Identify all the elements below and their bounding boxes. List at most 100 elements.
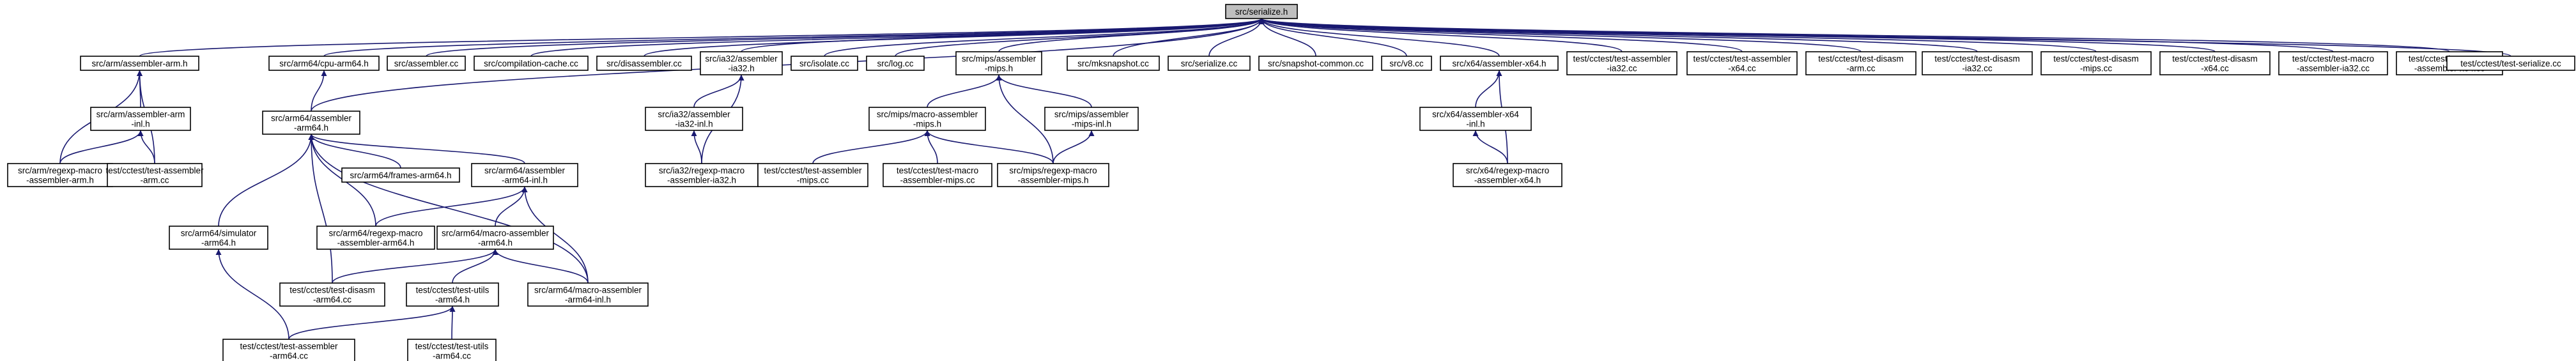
node-box bbox=[2278, 51, 2388, 75]
node-src-ia32-regexp-macro-assembler-ia32-h[interactable]: src/ia32/regexp-macro-assembler-ia32.h bbox=[645, 163, 759, 187]
node-src-mips-assembler-mips-h[interactable]: src/mips/assembler-mips.h bbox=[955, 51, 1042, 75]
node-label: src/arm/regexp-macro bbox=[18, 166, 102, 176]
node-box bbox=[471, 163, 578, 187]
node-box bbox=[341, 167, 460, 183]
node-label: test/cctest/test-disasm bbox=[289, 286, 375, 295]
node-src-mksnapshot-cc[interactable]: src/mksnapshot.cc bbox=[1067, 56, 1160, 71]
node-src-arm64-macro-assembler-arm64-h[interactable]: src/arm64/macro-assembler-arm64.h bbox=[436, 226, 554, 250]
node-label: -ia32.cc bbox=[1962, 64, 1993, 73]
node-src-arm64-frames-arm64-h[interactable]: src/arm64/frames-arm64.h bbox=[341, 167, 460, 183]
edge-n22-to-n0 bbox=[1259, 18, 2450, 52]
node-src-ia32-assembler-ia32-inl-h[interactable]: src/ia32/assembler-ia32-inl.h bbox=[645, 107, 743, 131]
node-box bbox=[1805, 51, 1917, 75]
edge-n28-to-n27 bbox=[308, 134, 401, 169]
node-test-cctest-test-assembler-mips-cc[interactable]: test/cctest/test-assembler-mips.cc bbox=[757, 163, 868, 187]
node-src-arm-regexp-macro-assembler-arm-h[interactable]: src/arm/regexp-macro-assembler-arm.h bbox=[7, 163, 113, 187]
edge-n45-to-n14 bbox=[1475, 70, 1502, 108]
node-label: -arm.cc bbox=[1847, 64, 1876, 73]
node-box bbox=[596, 56, 692, 71]
node-label: src/arm64/simulator bbox=[181, 229, 257, 238]
edge-n44-to-n9 bbox=[996, 74, 1054, 164]
edge-n41-to-n9 bbox=[996, 74, 1092, 108]
node-label: -ia32-inl.h bbox=[675, 119, 713, 129]
node-src-serialize-h[interactable]: src/serialize.h bbox=[1225, 4, 1298, 19]
node-src-serialize-cc[interactable]: src/serialize.cc bbox=[1168, 56, 1251, 71]
node-test-cctest-test-assembler-ia32-cc[interactable]: test/cctest/test-assembler-ia32.cc bbox=[1566, 51, 1677, 75]
node-src-arm-assembler-arm-h[interactable]: src/arm/assembler-arm.h bbox=[80, 56, 199, 71]
node-box bbox=[1453, 163, 1562, 187]
node-test-cctest-test-disasm-x64-cc[interactable]: test/cctest/test-disasm-x64.cc bbox=[2159, 51, 2271, 75]
node-label: src/mips/regexp-macro bbox=[1009, 166, 1097, 176]
node-src-disassembler-cc[interactable]: src/disassembler.cc bbox=[596, 56, 692, 71]
node-box bbox=[645, 107, 743, 131]
node-test-cctest-test-macro-assembler-mips-cc[interactable]: test/cctest/test-macro-assembler-mips.cc bbox=[883, 163, 992, 187]
node-box bbox=[1258, 56, 1373, 71]
node-src-x64-assembler-x64-h[interactable]: src/x64/assembler-x64.h bbox=[1440, 56, 1559, 71]
node-test-cctest-test-disasm-arm-cc[interactable]: test/cctest/test-disasm-arm.cc bbox=[1805, 51, 1917, 75]
node-label: -arm64.h bbox=[294, 123, 328, 133]
node-box bbox=[1419, 107, 1532, 131]
edge-n6-to-n0 bbox=[741, 18, 1265, 52]
node-box bbox=[90, 107, 191, 131]
node-test-cctest-test-utils-arm64-cc[interactable]: test/cctest/test-utils-arm64.cc bbox=[407, 339, 497, 361]
node-test-cctest-test-utils-arm64-h[interactable]: test/cctest/test-utils-arm64.h bbox=[406, 282, 499, 307]
node-box bbox=[700, 51, 783, 75]
node-label: src/ia32/assembler bbox=[705, 54, 778, 64]
node-label: -mips.cc bbox=[2080, 64, 2112, 73]
edge-n21-to-n0 bbox=[1259, 18, 2334, 52]
node-test-cctest-test-assembler-x64-cc[interactable]: test/cctest/test-assembler-x64.cc bbox=[1686, 51, 1798, 75]
node-label: src/arm64/frames-arm64.h bbox=[350, 171, 451, 180]
node-box bbox=[1566, 51, 1677, 75]
node-test-cctest-test-disasm-ia32-cc[interactable]: test/cctest/test-disasm-ia32.cc bbox=[1922, 51, 2033, 75]
edge-n29-to-n27 bbox=[308, 134, 525, 164]
node-src-assembler-cc[interactable]: src/assembler.cc bbox=[387, 56, 466, 71]
node-src-arm64-assembler-arm64-h[interactable]: src/arm64/assembler-arm64.h bbox=[262, 111, 360, 135]
node-box bbox=[883, 163, 992, 187]
node-label: src/serialize.cc bbox=[1181, 59, 1238, 68]
node-src-arm-assembler-arm-inl-h[interactable]: src/arm/assembler-arm-inl.h bbox=[90, 107, 191, 131]
node-test-cctest-test-macro-assembler-ia32-cc[interactable]: test/cctest/test-macro-assembler-ia32.cc bbox=[2278, 51, 2388, 75]
edge-n42-to-n40 bbox=[812, 130, 930, 164]
node-src-isolate-cc[interactable]: src/isolate.cc bbox=[791, 56, 858, 71]
edge-n39-to-n38 bbox=[691, 130, 702, 164]
node-src-mips-regexp-macro-assembler-mips-h[interactable]: src/mips/regexp-macro-assembler-mips.h bbox=[997, 163, 1109, 187]
node-src-arm64-macro-assembler-arm64-inl-h[interactable]: src/arm64/macro-assembler-arm64-inl.h bbox=[527, 282, 649, 307]
node-src-v8-cc[interactable]: src/v8.cc bbox=[1381, 56, 1432, 71]
node-src-arm64-simulator-arm64-h[interactable]: src/arm64/simulator-arm64.h bbox=[169, 226, 268, 250]
node-label: src/serialize.h bbox=[1235, 7, 1288, 17]
edge-n25-to-n24 bbox=[59, 130, 144, 164]
node-label: test/cctest/test-assembler bbox=[1693, 54, 1791, 64]
node-label: src/disassembler.cc bbox=[606, 59, 682, 68]
node-src-compilation-cache-cc[interactable]: src/compilation-cache.cc bbox=[474, 56, 589, 71]
edge-n34-to-n29 bbox=[521, 186, 589, 284]
node-src-log-cc[interactable]: src/log.cc bbox=[866, 56, 925, 71]
node-src-ia32-assembler-ia32-h[interactable]: src/ia32/assembler-ia32.h bbox=[700, 51, 783, 75]
node-box bbox=[262, 111, 360, 135]
node-test-cctest-test-serialize-cc[interactable]: test/cctest/test-serialize.cc bbox=[2446, 56, 2575, 71]
node-label: -arm64.h bbox=[435, 295, 470, 305]
node-label: -arm64-inl.h bbox=[502, 176, 548, 185]
node-src-arm64-regexp-macro-assembler-arm64-h[interactable]: src/arm64/regexp-macro-assembler-arm64.h bbox=[316, 226, 435, 250]
node-test-cctest-test-assembler-arm64-cc[interactable]: test/cctest/test-assembler-arm64.cc bbox=[222, 339, 355, 361]
edge-n16-to-n0 bbox=[1258, 18, 1743, 52]
node-src-mips-assembler-mips-inl-h[interactable]: src/mips/assembler-mips-inl.h bbox=[1044, 107, 1139, 131]
node-src-snapshot-common-cc[interactable]: src/snapshot-common.cc bbox=[1258, 56, 1373, 71]
node-box bbox=[2040, 51, 2152, 75]
node-test-cctest-test-disasm-arm64-cc[interactable]: test/cctest/test-disasm-arm64.cc bbox=[279, 282, 385, 307]
edge-n7-to-n0 bbox=[824, 18, 1265, 57]
node-src-x64-assembler-x64-inl-h[interactable]: src/x64/assembler-x64-inl.h bbox=[1419, 107, 1532, 131]
node-box bbox=[757, 163, 868, 187]
edge-n5-to-n0 bbox=[644, 18, 1265, 57]
node-src-x64-regexp-macro-assembler-x64-h[interactable]: src/x64/regexp-macro-assembler-x64.h bbox=[1453, 163, 1562, 187]
node-label: test/cctest/test-disasm bbox=[1818, 54, 1904, 64]
node-src-mips-macro-assembler-mips-h[interactable]: src/mips/macro-assembler-mips.h bbox=[868, 107, 986, 131]
node-test-cctest-test-disasm-mips-cc[interactable]: test/cctest/test-disasm-mips.cc bbox=[2040, 51, 2152, 75]
node-src-arm64-cpu-arm64-h[interactable]: src/arm64/cpu-arm64.h bbox=[268, 56, 380, 71]
node-src-arm64-assembler-arm64-inl-h[interactable]: src/arm64/assembler-arm64-inl.h bbox=[471, 163, 578, 187]
node-box bbox=[955, 51, 1042, 75]
node-box bbox=[474, 56, 589, 71]
node-label: src/x64/regexp-macro bbox=[1466, 166, 1550, 176]
node-box bbox=[279, 282, 385, 307]
node-test-cctest-test-assembler-arm-cc[interactable]: test/cctest/test-assembler-arm.cc bbox=[105, 163, 204, 187]
node-label: -arm64-inl.h bbox=[565, 295, 611, 305]
